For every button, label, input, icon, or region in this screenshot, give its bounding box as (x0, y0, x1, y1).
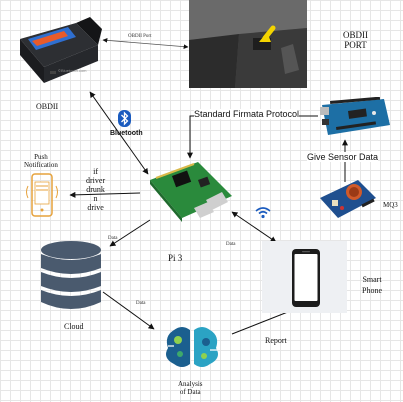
pi-label: Pi 3 (168, 253, 183, 263)
obdii-label: OBDII (36, 102, 59, 111)
edge-label-sensor-data: Give Sensor Data (307, 152, 379, 162)
edge-label-data-pi-phone: Data (226, 242, 236, 247)
edge-pi-to-push (69, 191, 141, 198)
analysis-label: Analysis of Data (178, 380, 203, 396)
edge-obdii-to-pi (89, 91, 149, 175)
push-notification-label: Push Notification (24, 153, 58, 169)
edge-pi-to-phone (231, 211, 277, 243)
bluetooth-icon (118, 110, 131, 127)
edge-firmata (187, 115, 318, 159)
edge-label-if-drunk: if driver drunk n drive (86, 167, 106, 212)
obdii-port-image (189, 0, 307, 88)
edge-label-bluetooth: Bluetooth (110, 130, 143, 137)
bluetooth-watermark: ©Bluetooth.com (58, 68, 87, 73)
edge-obdii-to-port (102, 37, 189, 50)
cloud-database-icon (38, 240, 104, 314)
analysis-of-data-icon (160, 322, 224, 372)
edge-label-report: Report (265, 336, 287, 345)
edge-label-obdii-port: OBDII Port (128, 34, 152, 39)
cloud-label: Cloud (64, 322, 84, 331)
edge-label-data-cloud-analysis: Data (136, 301, 146, 306)
obdii-port-label: OBDII PORT (343, 30, 368, 50)
edge-cloud-to-analysis (102, 291, 155, 330)
edge-label-firmata: Standard Firmata Protocol (194, 109, 300, 119)
mq3-label: MQ3 (383, 201, 398, 209)
smartphone-label: Smart Phone (362, 275, 382, 295)
edge-pi-to-cloud (109, 219, 151, 247)
smartphone-image (262, 241, 347, 313)
wifi-icon (254, 205, 272, 219)
obdii-device-image (6, 17, 102, 87)
edge-label-data-pi-cloud: Data (108, 236, 118, 241)
arduino-image (318, 96, 392, 137)
raspberry-pi-image (146, 158, 234, 230)
mq3-sensor-image (318, 172, 378, 224)
phone-notification-icon (24, 172, 60, 218)
